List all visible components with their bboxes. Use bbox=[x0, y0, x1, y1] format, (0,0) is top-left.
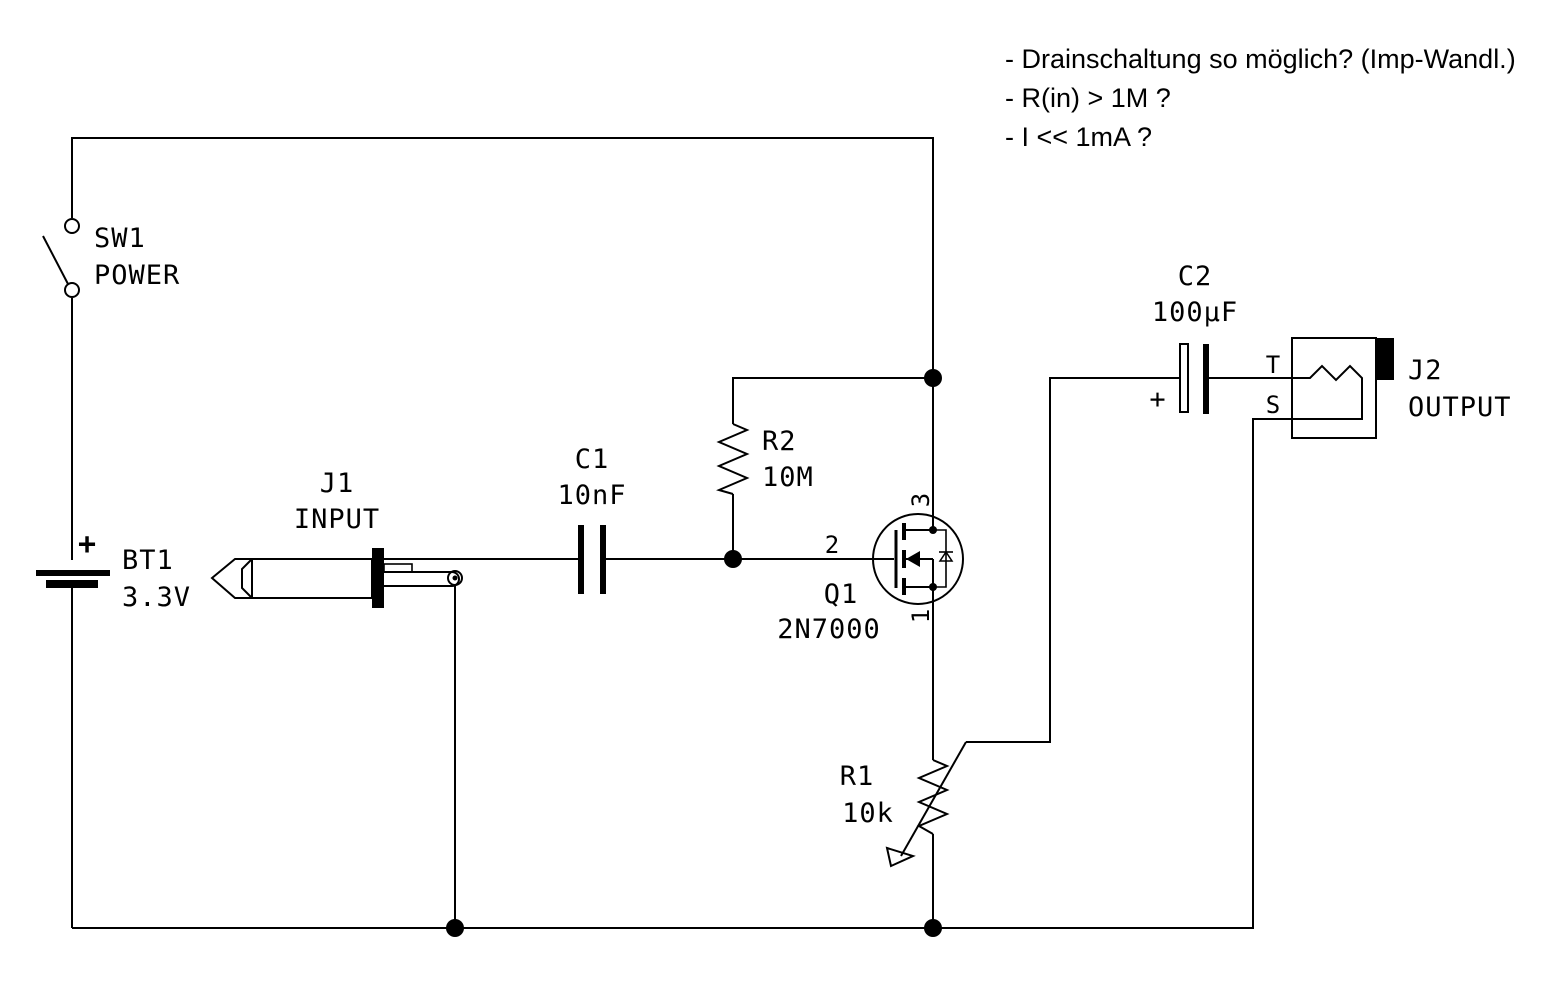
battery-bt1: + BT1 3.3V bbox=[36, 527, 191, 613]
sw1-ref-label: SW1 bbox=[94, 223, 146, 254]
q1-ref-label: Q1 bbox=[824, 579, 859, 610]
c1-value-label: 10nF bbox=[557, 480, 626, 511]
j1-ref-label: J1 bbox=[320, 468, 355, 499]
q1-source-pin-label: 1 bbox=[907, 609, 935, 623]
j2-sleeve-pin-label: S bbox=[1266, 391, 1280, 419]
bt1-ref-label: BT1 bbox=[122, 545, 174, 576]
j2-tip-pin-label: T bbox=[1266, 351, 1280, 379]
r1-value-label: 10k bbox=[842, 798, 894, 829]
j1-value-label: INPUT bbox=[294, 504, 380, 535]
junction-dot bbox=[924, 919, 942, 937]
c2-value-label: 100µF bbox=[1152, 297, 1238, 328]
c2-ref-label: C2 bbox=[1178, 261, 1213, 292]
r1-ref-label: R1 bbox=[840, 761, 875, 792]
sw1-value-label: POWER bbox=[94, 260, 180, 291]
q1-value-label: 2N7000 bbox=[777, 614, 881, 645]
junction-dot bbox=[446, 919, 464, 937]
c2-polarity-label: + bbox=[1149, 384, 1166, 415]
c1-ref-label: C1 bbox=[575, 444, 610, 475]
resistor-r2: R2 10M bbox=[716, 423, 814, 495]
wires bbox=[71, 137, 1310, 929]
potentiometer-r1: R1 10k bbox=[840, 741, 967, 868]
junctions bbox=[446, 369, 942, 937]
q1-drain-pin-label: 3 bbox=[907, 493, 935, 507]
note-line: - I << 1mA ? bbox=[1005, 122, 1152, 152]
capacitor-c2: + C2 100µF bbox=[1149, 261, 1238, 415]
junction-dot bbox=[924, 369, 942, 387]
mosfet-q1: 2 3 1 Q1 2N7000 bbox=[777, 493, 964, 645]
note-line: - R(in) > 1M ? bbox=[1005, 83, 1171, 113]
bt1-value-label: 3.3V bbox=[122, 582, 191, 613]
capacitor-c1: C1 10nF bbox=[557, 444, 626, 594]
input-jack-j1: J1 INPUT bbox=[210, 468, 463, 608]
r2-value-label: 10M bbox=[762, 462, 814, 493]
notes: - Drainschaltung so möglich? (Imp-Wandl.… bbox=[1005, 44, 1516, 152]
junction-dot bbox=[724, 550, 742, 568]
bt1-polarity-label: + bbox=[78, 527, 97, 562]
r2-ref-label: R2 bbox=[762, 426, 797, 457]
note-line: - Drainschaltung so möglich? (Imp-Wandl.… bbox=[1005, 44, 1516, 74]
power-switch-sw1: SW1 POWER bbox=[42, 218, 180, 298]
j2-value-label: OUTPUT bbox=[1408, 392, 1512, 423]
output-jack-j2: T S J2 OUTPUT bbox=[1266, 337, 1512, 439]
j2-ref-label: J2 bbox=[1408, 355, 1443, 386]
q1-gate-pin-label: 2 bbox=[825, 531, 839, 559]
